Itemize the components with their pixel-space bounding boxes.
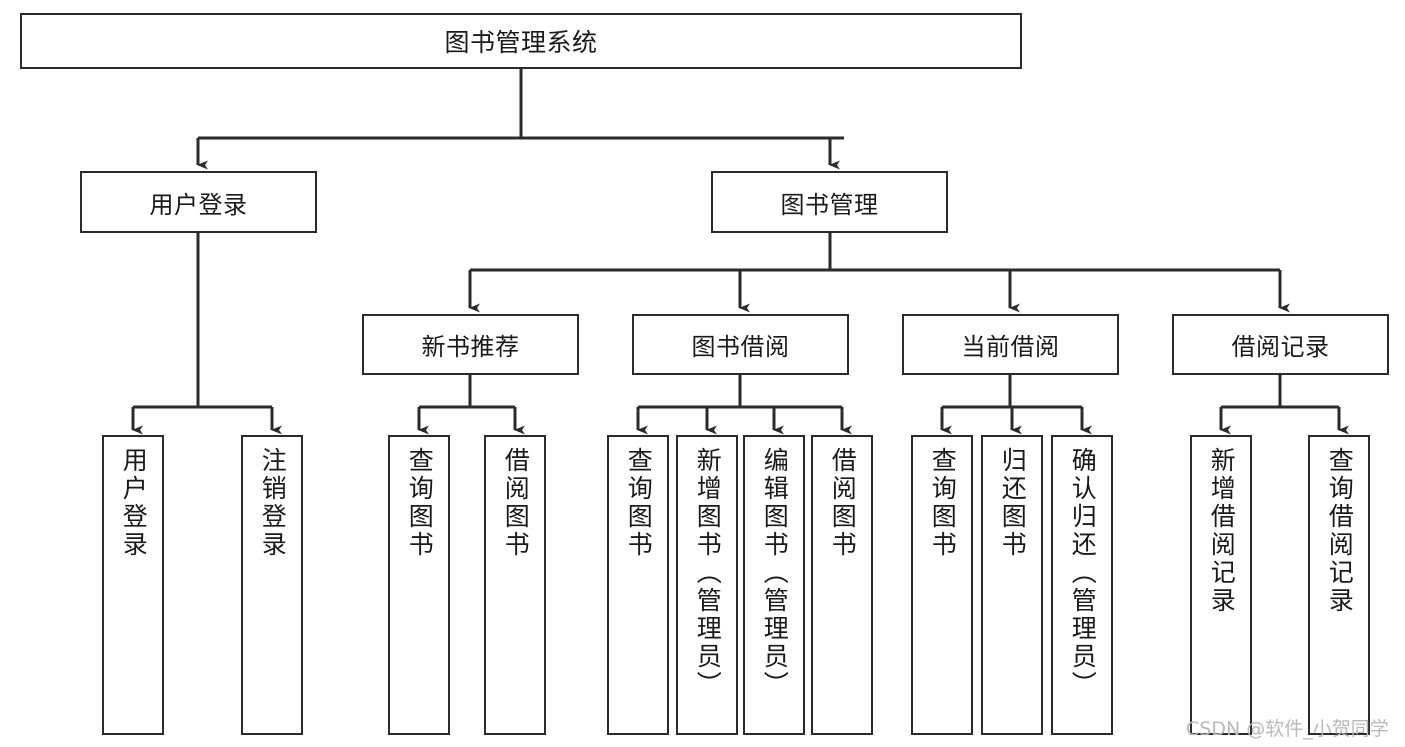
node-leaf-cur-query-label: 查询图书: [928, 447, 958, 559]
node-leaf-rec-query[interactable]: 查询图书: [388, 435, 450, 735]
node-leaf-cur-return[interactable]: 归还图书: [981, 435, 1043, 735]
node-book-manage-label: 图书管理: [780, 190, 879, 219]
node-borrow-record[interactable]: 借阅记录: [1172, 314, 1389, 375]
node-leaf-rec-borrow[interactable]: 借阅图书: [484, 435, 546, 735]
node-leaf-cur-confirm[interactable]: 确认归还（管理员）: [1051, 435, 1113, 735]
node-leaf-borrow-edit-label: 编辑图书（管理员）: [760, 447, 790, 699]
node-current-borrow[interactable]: 当前借阅: [902, 314, 1119, 375]
node-book-borrow-label: 图书借阅: [691, 333, 790, 361]
node-leaf-borrow-add[interactable]: 新增图书（管理员）: [676, 435, 738, 735]
node-leaf-borrow-query-label: 查询图书: [624, 447, 654, 559]
node-leaf-user-login[interactable]: 用户登录: [102, 435, 164, 735]
node-book-manage[interactable]: 图书管理: [711, 171, 948, 233]
node-leaf-rec-add[interactable]: 新增借阅记录: [1190, 435, 1252, 735]
node-leaf-user-logout-label: 注销登录: [258, 447, 288, 559]
node-leaf-rec-search[interactable]: 查询借阅记录: [1308, 435, 1370, 735]
node-leaf-borrow-do[interactable]: 借阅图书: [811, 435, 873, 735]
node-user-login[interactable]: 用户登录: [80, 171, 317, 233]
node-leaf-rec-query-label: 查询图书: [405, 447, 435, 559]
node-leaf-rec-borrow-label: 借阅图书: [501, 447, 531, 559]
node-leaf-borrow-edit[interactable]: 编辑图书（管理员）: [743, 435, 805, 735]
node-leaf-borrow-add-label: 新增图书（管理员）: [693, 447, 723, 699]
node-book-borrow[interactable]: 图书借阅: [632, 314, 849, 375]
node-new-book-rec-label: 新书推荐: [421, 333, 520, 361]
node-leaf-user-login-label: 用户登录: [119, 447, 149, 559]
node-leaf-cur-query[interactable]: 查询图书: [911, 435, 973, 735]
node-root[interactable]: 图书管理系统: [20, 13, 1022, 69]
node-leaf-borrow-query[interactable]: 查询图书: [607, 435, 669, 735]
node-leaf-user-logout[interactable]: 注销登录: [241, 435, 303, 735]
node-leaf-rec-add-label: 新增借阅记录: [1207, 447, 1237, 615]
node-leaf-cur-confirm-label: 确认归还（管理员）: [1068, 447, 1098, 699]
watermark: CSDN @软件_小贺同学: [1186, 718, 1389, 740]
node-leaf-borrow-do-label: 借阅图书: [828, 447, 858, 559]
node-new-book-rec[interactable]: 新书推荐: [362, 314, 579, 375]
node-user-login-label: 用户登录: [149, 190, 248, 219]
node-current-borrow-label: 当前借阅: [961, 333, 1060, 361]
node-leaf-cur-return-label: 归还图书: [998, 447, 1028, 559]
node-leaf-rec-search-label: 查询借阅记录: [1325, 447, 1355, 615]
node-borrow-record-label: 借阅记录: [1231, 333, 1330, 361]
node-root-label: 图书管理系统: [444, 28, 598, 57]
